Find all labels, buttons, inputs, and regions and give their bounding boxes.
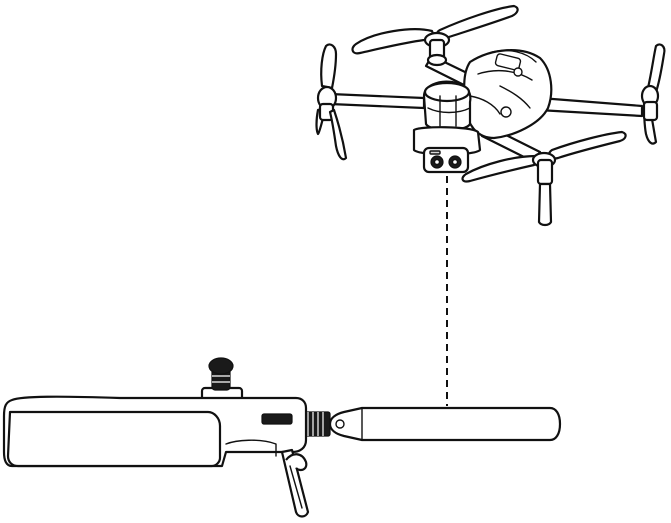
controller-strap-clip	[280, 448, 310, 518]
drone-arm-front-left	[328, 92, 426, 110]
drone	[315, 4, 666, 227]
controller-side-button	[261, 413, 293, 425]
drone-propeller-front-left	[315, 43, 348, 161]
remote-controller	[2, 357, 310, 518]
drone-body	[463, 49, 553, 140]
drone-arm-rear-right	[536, 96, 644, 118]
controller-joystick	[200, 357, 244, 402]
drone-propeller-rear-right	[640, 43, 666, 145]
controller-screen-panel	[6, 410, 222, 468]
antenna	[328, 406, 562, 442]
controller-handle-detail	[225, 439, 277, 457]
drone-camera-gimbal	[412, 126, 482, 174]
drone-propeller-front-right	[461, 130, 627, 227]
antenna-connector	[303, 411, 331, 437]
drone-propeller-rear-left	[351, 4, 519, 67]
drone-sensor-dome	[422, 80, 472, 132]
